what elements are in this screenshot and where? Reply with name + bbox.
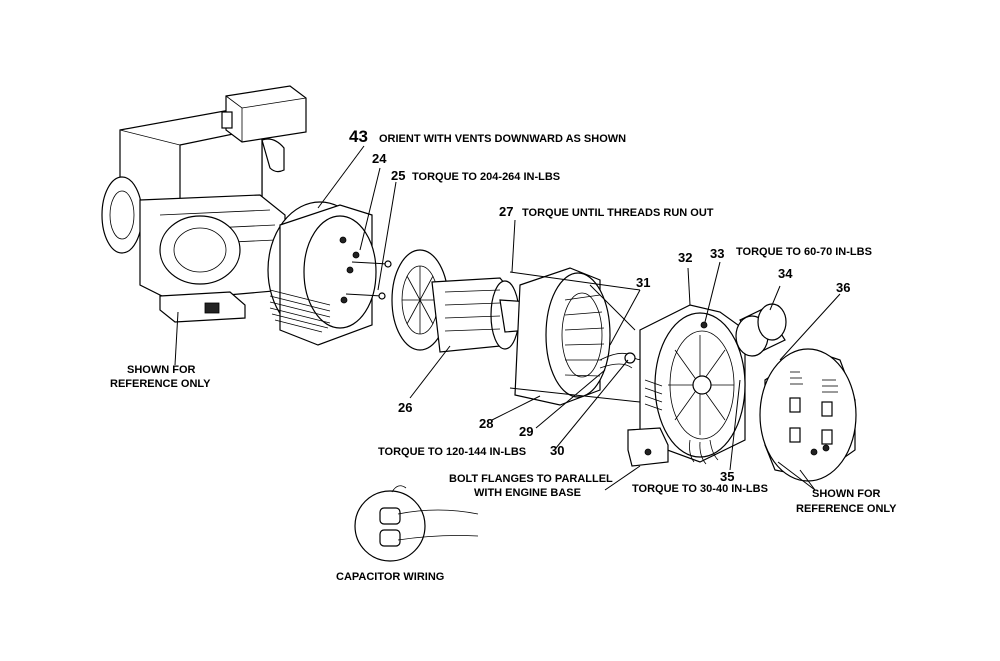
- callout-27: 27: [499, 204, 513, 219]
- callout-25: 25: [391, 168, 405, 183]
- callout-43: 43: [349, 127, 368, 146]
- engine-reference: [101, 85, 307, 323]
- callout-32: 32: [678, 250, 692, 265]
- callout-24: 24: [372, 151, 387, 166]
- leader-lines: [174, 145, 841, 491]
- note-shown-ref-right-2: REFERENCE ONLY: [796, 503, 897, 515]
- stator-28: [509, 267, 646, 406]
- callout-29: 29: [519, 424, 533, 439]
- engine-adapter-43: [267, 201, 392, 346]
- callout-30: 30: [550, 443, 564, 458]
- note-shown-ref-left-2: REFERENCE ONLY: [110, 378, 211, 390]
- note-torque-60: TORQUE TO 60-70 IN-LBS: [736, 246, 872, 258]
- callout-33: 33: [710, 246, 724, 261]
- callout-26: 26: [398, 400, 412, 415]
- callout-34: 34: [778, 266, 793, 281]
- rotor-fan-26: [391, 249, 531, 353]
- note-capacitor-wiring: CAPACITOR WIRING: [336, 571, 444, 583]
- note-shown-ref-left-1: SHOWN FOR: [127, 364, 195, 376]
- note-torque-120: TORQUE TO 120-144 IN-LBS: [378, 446, 526, 458]
- note-bolt-flanges-1: BOLT FLANGES TO PARALLEL: [449, 473, 613, 485]
- callout-36: 36: [836, 280, 850, 295]
- capacitor-34: [735, 303, 787, 357]
- note-orient: ORIENT WITH VENTS DOWNWARD AS SHOWN: [379, 133, 626, 145]
- note-bolt-flanges-2: WITH ENGINE BASE: [474, 487, 581, 499]
- capacitor-wiring-inset: [354, 485, 479, 562]
- notes: ORIENT WITH VENTS DOWNWARD AS SHOWN TORQ…: [110, 133, 897, 583]
- note-torque-30: TORQUE TO 30-40 IN-LBS: [632, 483, 768, 495]
- note-torque-threads: TORQUE UNTIL THREADS RUN OUT: [522, 207, 714, 219]
- note-shown-ref-right-1: SHOWN FOR: [812, 488, 880, 500]
- callout-35: 35: [720, 469, 734, 484]
- note-torque-204: TORQUE TO 204-264 IN-LBS: [412, 171, 560, 183]
- callout-numbers: 43 24 25 27 31 32 33 34 36 26 28 29 30 3…: [349, 127, 850, 484]
- rear-carrier-32: [627, 304, 746, 467]
- callout-31: 31: [636, 275, 650, 290]
- callout-28: 28: [479, 416, 493, 431]
- end-cover-36: [759, 348, 857, 482]
